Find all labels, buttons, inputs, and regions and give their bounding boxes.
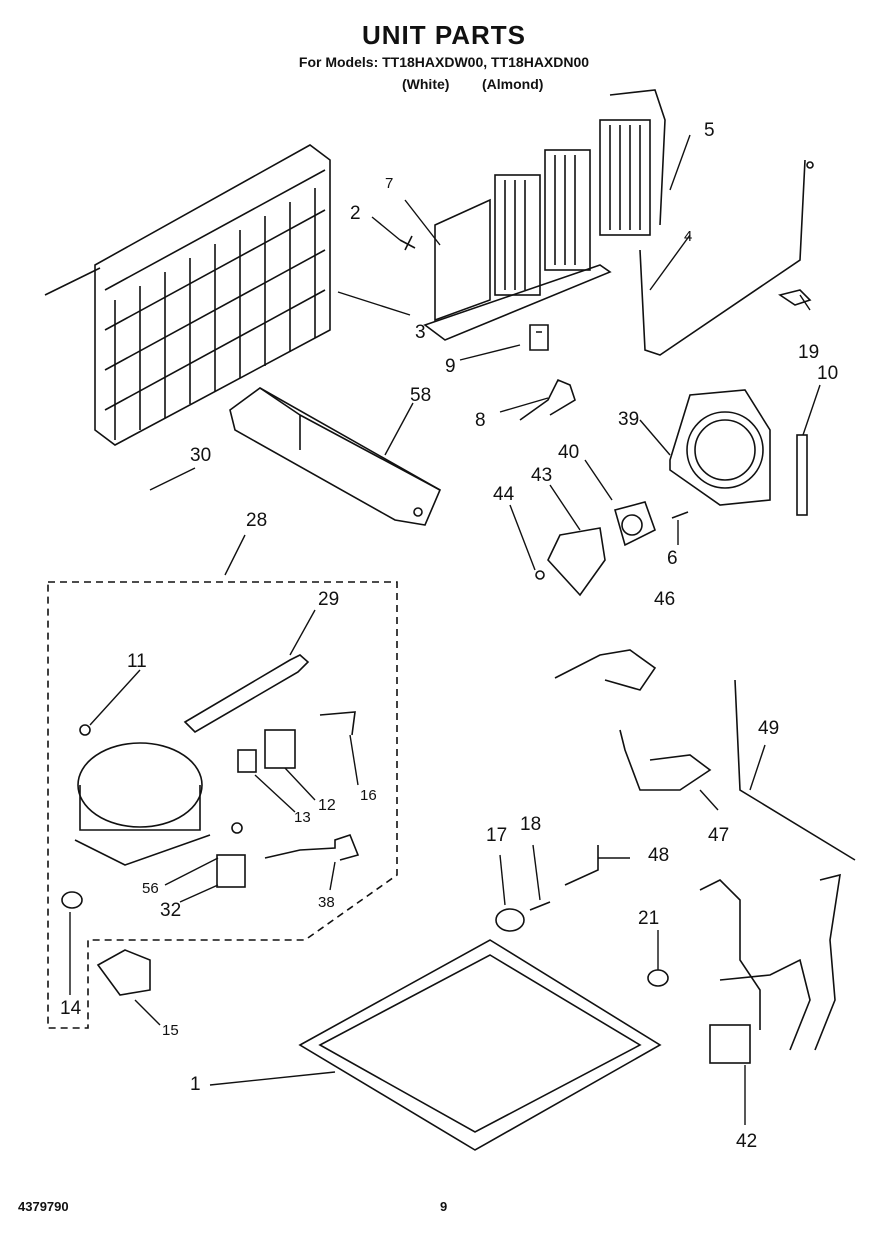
callout-38: 38 [318,894,335,911]
callout-29: 29 [318,589,340,610]
callout-10: 10 [817,363,839,384]
page-title: UNIT PARTS [361,20,527,50]
callout-7: 7 [385,175,394,192]
callout-2: 2 [350,203,361,224]
callout-58: 58 [410,385,432,406]
callout-17: 17 [486,825,508,846]
wiring-harness [699,873,841,1064]
base-pan [298,939,662,1151]
callout-39: 39 [618,409,640,430]
page-number: 9 [440,1199,448,1214]
callout-42: 42 [736,1131,758,1152]
air-duct [229,387,442,526]
callout-30: 30 [190,445,212,466]
callout-19: 19 [798,342,820,363]
callout-49: 49 [758,718,780,739]
callout-48: 48 [648,845,670,866]
callout-8: 8 [475,410,486,431]
callout-18: 18 [520,814,542,835]
variant-almond: (Almond) [482,76,544,92]
callout-14: 14 [60,998,82,1019]
callout-leaders [69,134,821,1125]
document-number: 4379790 [18,1199,69,1214]
variant-white: (White) [402,76,450,92]
fan-shroud [669,389,771,506]
evaporator-coil [44,144,331,446]
callout-13: 13 [294,809,311,826]
compressor [74,742,211,866]
callout-40: 40 [558,442,580,463]
model-numbers: For Models: TT18HAXDW00, TT18HAXDN00 [298,54,590,70]
callout-47: 47 [708,825,730,846]
callout-11: 11 [127,651,147,672]
callout-46: 46 [654,589,676,610]
callout-16: 16 [360,787,377,804]
callout-5: 5 [704,120,715,141]
callout-44: 44 [493,484,515,505]
callout-32: 32 [160,900,182,921]
callout-56: 56 [142,880,159,897]
callout-21: 21 [638,908,660,929]
compressor-kit-boundary [47,581,398,1029]
callout-1: 1 [190,1074,201,1095]
callout-43: 43 [531,465,553,486]
callout-15: 15 [162,1022,179,1039]
callout-12: 12 [318,797,336,814]
callout-4: 4 [684,228,693,245]
condenser-assembly [423,89,666,341]
callout-9: 9 [445,356,456,377]
callout-6: 6 [667,548,678,569]
callout-3: 3 [415,322,426,343]
callout-28: 28 [246,510,268,531]
